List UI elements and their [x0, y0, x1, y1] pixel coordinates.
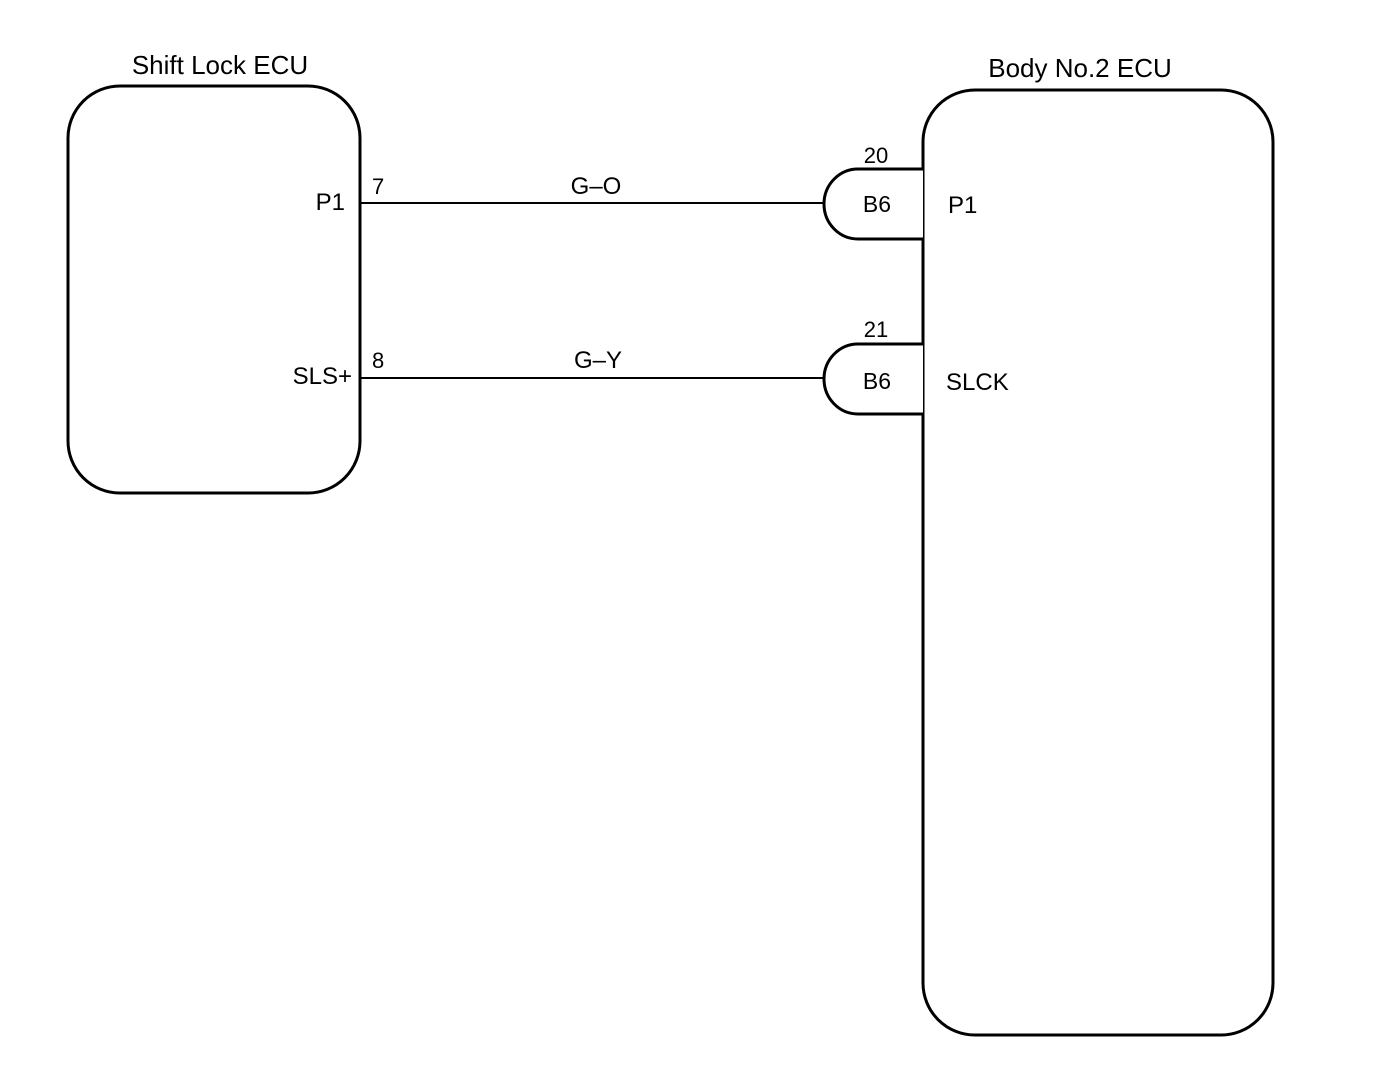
shift-lock-ecu-box [66, 84, 362, 495]
connector-b6-pin-21-shape [822, 342, 923, 416]
connector-b6-pin-20-name: B6 [863, 191, 891, 217]
shift-lock-ecu-pin-sls-number: 8 [372, 348, 384, 373]
shift-lock-ecu-pin-sls-label: SLS+ [293, 363, 352, 390]
wire-g-y: G–Y [360, 347, 828, 379]
body-no2-ecu-box [921, 88, 1275, 1037]
connector-b6-pin-21-name: B6 [863, 368, 891, 394]
shift-lock-ecu: Shift Lock ECU P1 7 SLS+ 8 [66, 50, 384, 495]
connector-b6-pin-21-number: 21 [864, 317, 888, 342]
wire-g-y-color-code: G–Y [574, 347, 622, 374]
connector-b6-pin-20: B6 20 [822, 143, 923, 241]
wire-g-o-color-code: G–O [571, 173, 622, 200]
body-no2-ecu-title: Body No.2 ECU [988, 53, 1172, 83]
connector-b6-pin-21: B6 21 [822, 317, 923, 416]
body-no2-ecu-pin-p1-label: P1 [948, 192, 977, 219]
body-no2-ecu-pin-slck-label: SLCK [946, 369, 1009, 396]
wire-g-o: G–O [360, 173, 828, 204]
shift-lock-ecu-title: Shift Lock ECU [132, 50, 308, 80]
body-no2-ecu: Body No.2 ECU P1 SLCK [921, 53, 1275, 1037]
connector-b6-pin-20-shape [822, 167, 923, 241]
shift-lock-ecu-pin-p1-number: 7 [372, 174, 384, 199]
shift-lock-ecu-pin-p1-label: P1 [316, 189, 345, 216]
connector-b6-pin-20-number: 20 [864, 143, 888, 168]
